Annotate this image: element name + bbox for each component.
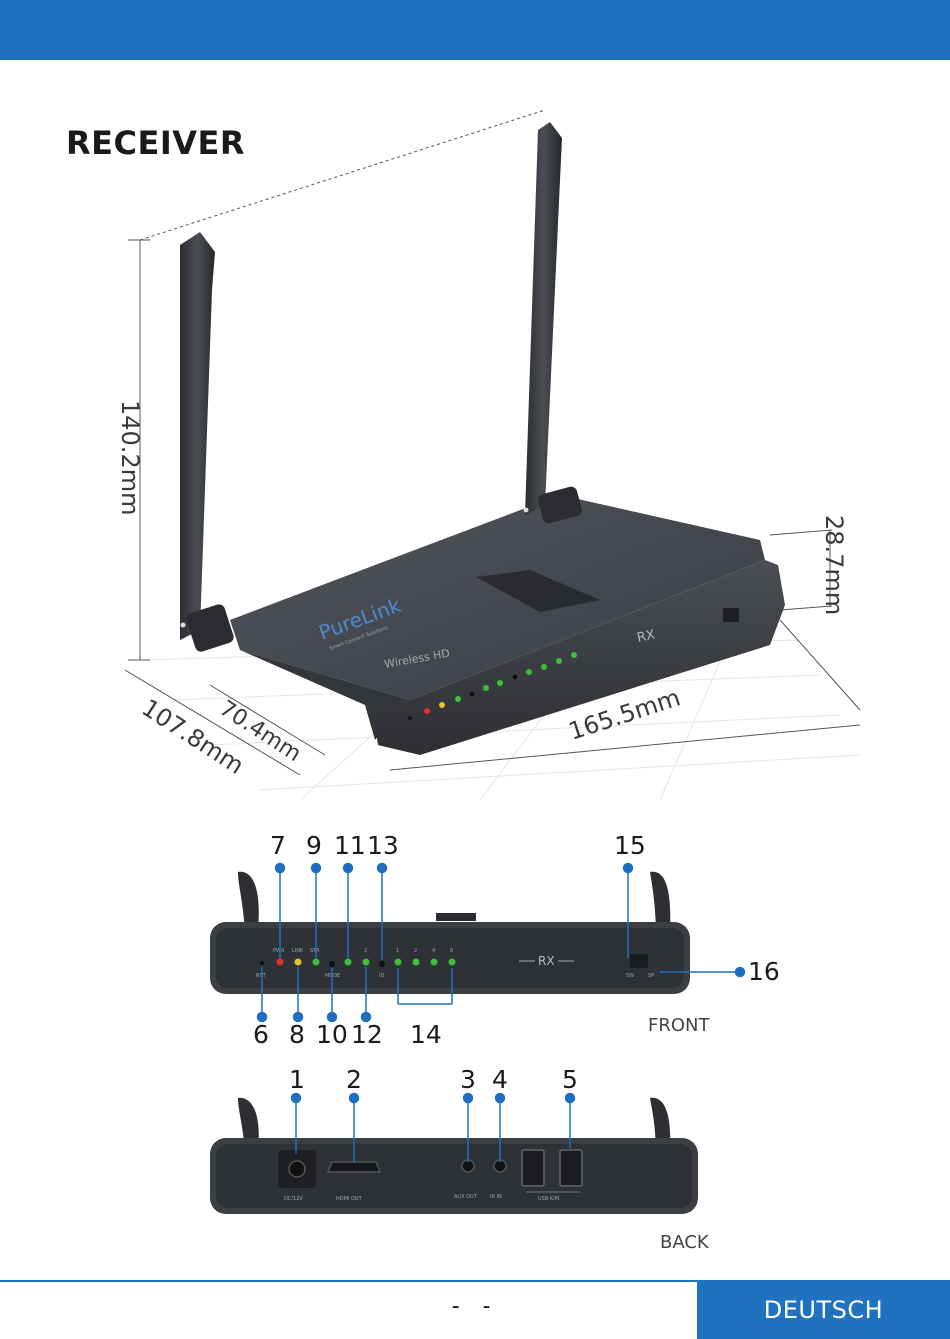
callout-5: 5 — [562, 1065, 578, 1094]
label-sp: SP — [648, 973, 654, 979]
back-view: DC/12V HDMI OUT AUX OUT IR IN USB K/M 1 … — [210, 1065, 710, 1253]
usb-port-2 — [560, 1150, 582, 1186]
left-antenna — [180, 232, 235, 653]
callout-2: 2 — [346, 1065, 362, 1094]
label-sw: SW — [626, 973, 634, 979]
right-antenna — [524, 122, 584, 525]
callout-8: 8 — [289, 1020, 305, 1049]
callout-13: 13 — [367, 831, 399, 860]
label-pwr: PWR — [273, 948, 285, 954]
callout-7: 7 — [270, 831, 286, 860]
language-tab: DEUTSCH — [697, 1280, 950, 1339]
label-ch2-front: 2 — [364, 948, 367, 954]
callout-4: 4 — [492, 1065, 508, 1094]
dim-height: 140.2mm — [116, 400, 144, 515]
label-ir: IR IN — [490, 1194, 502, 1200]
label-aux: AUX OUT — [454, 1194, 478, 1200]
callout-14: 14 — [410, 1020, 442, 1049]
callout-10: 10 — [316, 1020, 348, 1049]
callout-3: 3 — [460, 1065, 476, 1094]
callout-1: 1 — [289, 1065, 305, 1094]
iso-switch — [723, 608, 739, 622]
page-number: - - — [440, 1294, 510, 1319]
label-ch1: 1 — [396, 948, 399, 954]
dim-thickness: 28.7mm — [820, 515, 848, 615]
callout-11: 11 — [334, 831, 366, 860]
callout-9: 9 — [306, 831, 322, 860]
label-dc: DC/12V — [284, 1196, 303, 1202]
label-usb: USB K/M — [538, 1196, 559, 1202]
hdmi-port — [328, 1162, 380, 1172]
callout-15: 15 — [614, 831, 646, 860]
isometric-view: PureLink Smart Connect Solutions Wireles… — [116, 110, 860, 800]
receiver-figure: PureLink Smart Connect Solutions Wireles… — [0, 0, 950, 1280]
callout-16: 16 — [748, 957, 780, 986]
label-ch4: 4 — [432, 948, 435, 954]
label-hdmi: HDMI OUT — [336, 1196, 363, 1202]
usb-port-1 — [522, 1150, 544, 1186]
back-view-label: BACK — [660, 1232, 710, 1253]
label-id: ID — [379, 973, 384, 979]
label-ch8: 8 — [450, 948, 453, 954]
front-switch — [630, 954, 648, 968]
language-label: DEUTSCH — [764, 1296, 883, 1324]
callout-12: 12 — [351, 1020, 383, 1049]
label-ch2: 2 — [414, 948, 417, 954]
callout-6: 6 — [253, 1020, 269, 1049]
router-body: PureLink Smart Connect Solutions Wireles… — [230, 495, 785, 755]
label-sta: STA — [310, 948, 320, 954]
rx-label-front: RX — [538, 954, 555, 968]
front-view: PWR LINK STA 2 1 2 4 8 RST MODE ID RX SW… — [210, 831, 780, 1049]
front-view-label: FRONT — [648, 1015, 710, 1036]
label-link: LINK — [292, 948, 304, 954]
